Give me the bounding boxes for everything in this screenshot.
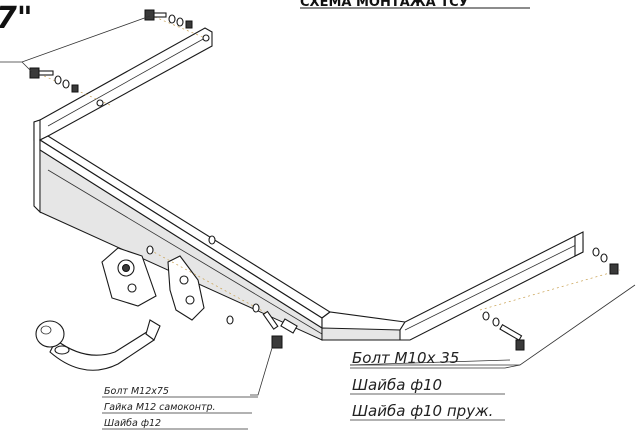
mid-bolt-set bbox=[29, 67, 111, 107]
callout-bolt-m10: Болт М10х 35 bbox=[352, 349, 459, 367]
page-title: СХЕМА МОНТАЖА ТСУ bbox=[300, 0, 469, 10]
callout-nut-m12: Гайка М12 самоконтр. bbox=[104, 402, 216, 413]
nut-m12-icon bbox=[271, 335, 283, 349]
right-side-bracket bbox=[399, 235, 584, 341]
hitch-bolt-set bbox=[146, 235, 298, 349]
washer-icon bbox=[54, 75, 62, 85]
callout-bolt-m12: Болт М12х75 bbox=[104, 386, 169, 397]
left-end-plate bbox=[33, 119, 41, 214]
spring-washer-icon bbox=[62, 79, 70, 89]
callout-right: Болт М10х 35 Шайба ф10 Шайба ф10 пруж. bbox=[349, 284, 636, 421]
washer-icon bbox=[482, 311, 490, 321]
top-bolt-set bbox=[144, 9, 211, 42]
bolt-head-icon bbox=[144, 9, 155, 21]
bolt-m12-icon bbox=[262, 310, 279, 330]
washer-icon bbox=[168, 14, 176, 24]
right-bolt-set bbox=[479, 247, 621, 351]
mounting-bracket bbox=[167, 255, 205, 321]
nut-m10-icon bbox=[609, 263, 619, 275]
nut-icon bbox=[185, 20, 193, 29]
bolt-m10-icon bbox=[499, 324, 523, 341]
corner-mark: 7" bbox=[0, 1, 33, 36]
callout-washer-10: Шайба ф10 bbox=[352, 376, 442, 394]
bolt-head-icon bbox=[29, 67, 40, 79]
spring-washer-icon bbox=[176, 17, 184, 27]
callout-left: Болт М12х75 Гайка М12 самоконтр. Шайба ф… bbox=[102, 347, 273, 430]
callout-spring-washer-10: Шайба ф10 пруж. bbox=[352, 402, 493, 420]
right-end-plate bbox=[574, 231, 584, 257]
tow-ball bbox=[35, 320, 65, 348]
socket-plate bbox=[101, 247, 157, 307]
callout-washer-12: Шайба ф12 bbox=[104, 418, 161, 429]
towbar-frame bbox=[33, 27, 584, 341]
hitch-assembly bbox=[35, 247, 205, 371]
nut-icon bbox=[71, 84, 79, 93]
